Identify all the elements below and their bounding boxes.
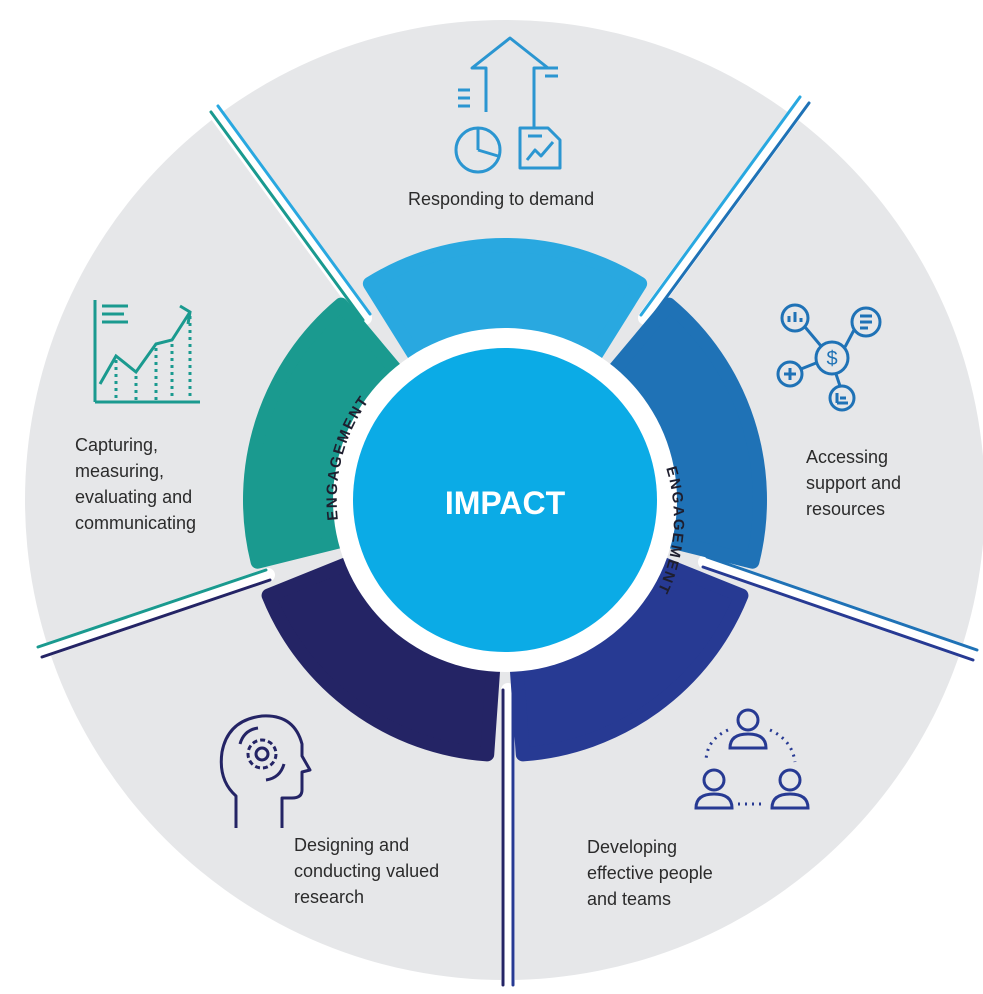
label-accessing-support: Accessing support and resources: [806, 447, 902, 519]
line-chart-icon: [93, 300, 200, 404]
impact-label: IMPACT: [445, 485, 566, 521]
impact-circle: [353, 348, 657, 652]
svg-text:$: $: [826, 348, 837, 370]
label-developing-people: Developing effective people and teams: [587, 837, 713, 909]
label-designing-research: Designing and conducting valued research: [294, 835, 440, 907]
team-connection-icon: [694, 708, 810, 810]
label-capturing-measuring: Capturing, measuring, evaluating and com…: [75, 435, 197, 533]
label-responding-to-demand: Responding to demand: [408, 189, 595, 209]
funding-network-icon: $: [776, 303, 882, 412]
engagement-ring: [243, 238, 767, 762]
segment-dividers: [33, 93, 982, 992]
growth-report-icon: [454, 36, 562, 174]
head-gear-icon: [219, 714, 312, 828]
